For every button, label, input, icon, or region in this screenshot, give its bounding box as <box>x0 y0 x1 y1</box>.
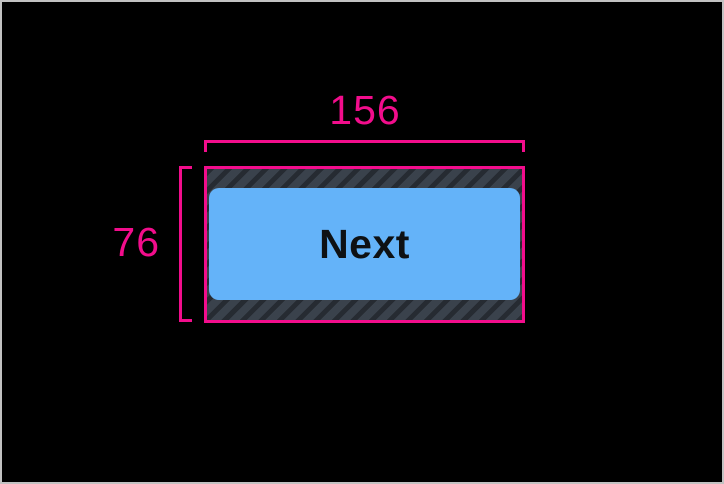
next-button[interactable]: Next <box>209 188 520 300</box>
width-measurement-bracket <box>204 140 525 152</box>
width-dimension-label: 156 <box>329 87 401 133</box>
selected-widget-padding-hatch: Next <box>204 166 525 323</box>
height-dimension-label: 76 <box>112 219 160 265</box>
height-measurement-bracket <box>179 166 192 322</box>
